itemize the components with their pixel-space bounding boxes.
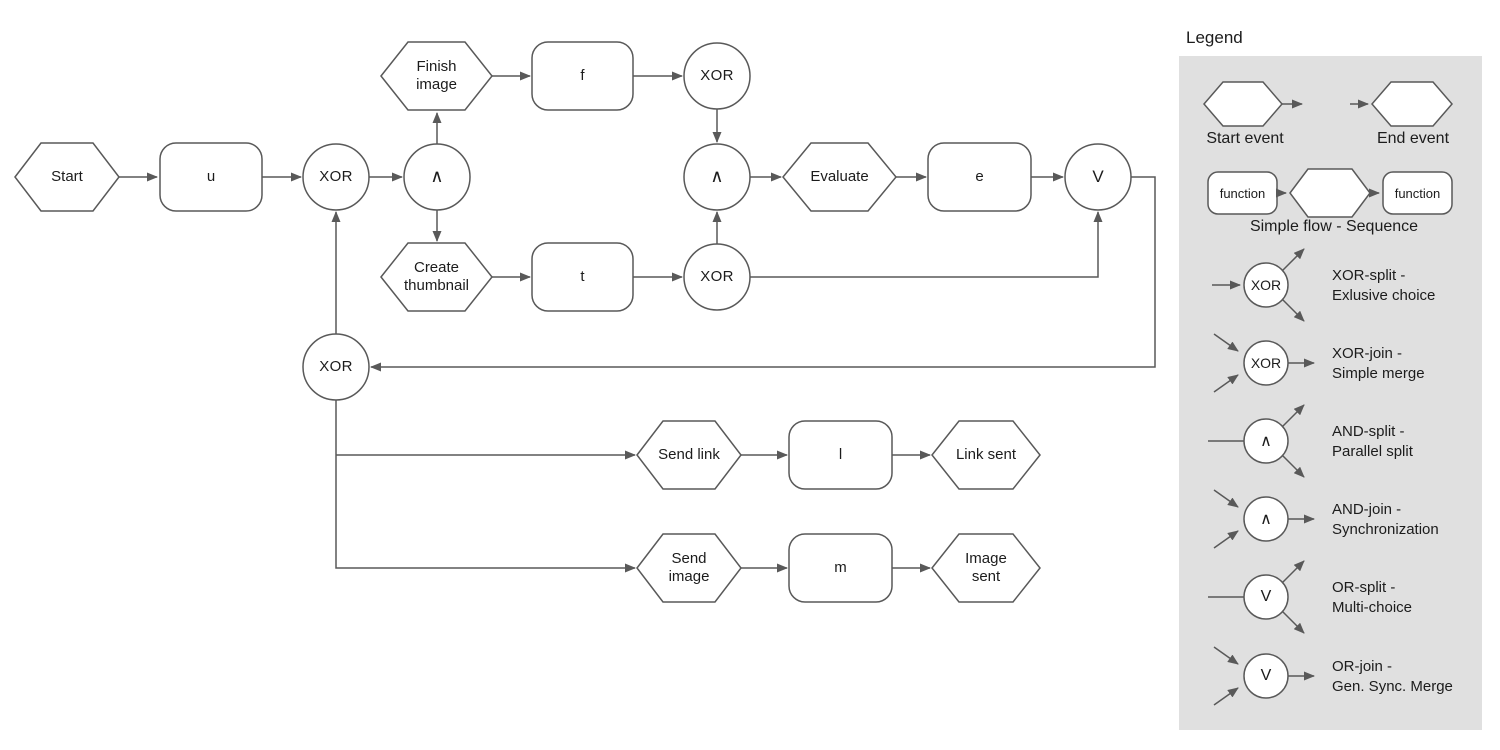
legend-xor-join-line1: XOR-join - [1332, 345, 1403, 362]
legend-and-join-line2: Synchronization [1332, 521, 1439, 538]
legend-and-split-circle [1243, 418, 1289, 464]
legend-xor-split-out-up-arrow [1280, 248, 1305, 273]
node-xor-after-f-shape [683, 42, 751, 110]
legend-or-join-label: OR-join - Gen. Sync. Merge [1332, 657, 1500, 697]
legend-or-split-circle [1243, 574, 1289, 620]
node-u-label: u [206, 168, 216, 185]
legend-function-left-label: function [1219, 185, 1266, 201]
legend-or-split-label: OR-split - Multi-choice [1332, 578, 1492, 618]
node-finish-image-shape [380, 41, 493, 111]
legend-or-split-symbol: V [1260, 588, 1272, 605]
legend-xor-split-label: XOR-split - Exlusive choice [1332, 266, 1492, 306]
legend-start-event-hexagon [1203, 81, 1283, 127]
legend-xor-split-out-down-arrow [1280, 297, 1305, 322]
edge-xormerge-sendimage [335, 400, 636, 573]
node-send-image-label: Send image [668, 550, 710, 585]
node-xor-after-t-label: XOR [700, 268, 734, 285]
legend-xor-join-circle [1243, 340, 1289, 386]
legend-or-join-line2: Gen. Sync. Merge [1332, 678, 1453, 695]
node-create-thumbnail-shape [380, 242, 493, 312]
legend-and-split-out-down-arrow [1280, 453, 1305, 478]
node-l-shape [788, 420, 893, 490]
node-xor-after-t-shape [683, 243, 751, 311]
legend-xor-join-in-down-arrow [1213, 374, 1239, 393]
node-f-label: f [580, 67, 585, 84]
node-f-shape [531, 41, 634, 111]
legend-or-join-symbol: V [1260, 667, 1272, 684]
legend-or-join-line1: OR-join - [1332, 658, 1393, 675]
node-t-label: t [580, 268, 585, 285]
node-xor-merge-label: XOR [319, 358, 353, 375]
node-xor-after-f-label: XOR [700, 67, 734, 84]
node-m-label: m [834, 559, 847, 576]
legend-sequence-hexagon [1289, 168, 1371, 218]
node-u-shape [159, 142, 263, 212]
legend-end-event-hexagon [1371, 81, 1453, 127]
legend-and-split-label: AND-split - Parallel split [1332, 422, 1492, 462]
node-and-join-shape [683, 143, 751, 211]
node-e-shape [927, 142, 1032, 212]
node-send-image-shape [636, 533, 742, 603]
node-or-join-label: V [1092, 166, 1104, 186]
legend-and-join-label: AND-join - Synchronization [1332, 500, 1492, 540]
node-send-link-shape [636, 420, 742, 490]
node-image-sent-shape [931, 533, 1041, 603]
node-or-join-shape [1064, 143, 1132, 211]
legend-or-join-in-up-arrow [1213, 646, 1239, 665]
legend-xor-join-in-up-arrow [1213, 333, 1239, 352]
node-image-sent-label: Image sent [965, 550, 1007, 585]
node-and-join-label: ∧ [710, 166, 724, 187]
node-xor-split-top-shape [302, 143, 370, 211]
node-start-shape [14, 142, 120, 212]
legend-and-split-out-up-arrow [1280, 404, 1305, 429]
node-evaluate-shape [782, 142, 897, 212]
node-and-split-shape [403, 143, 471, 211]
legend-and-split-line1: AND-split - [1332, 423, 1405, 440]
legend-and-split-symbol: ∧ [1260, 433, 1272, 450]
node-xor-merge-shape [302, 333, 370, 401]
legend-xor-split-symbol: XOR [1250, 277, 1282, 293]
edge-xor-orjoin [750, 211, 1103, 278]
legend-or-split-line1: OR-split - [1332, 579, 1396, 596]
node-e-label: e [975, 168, 984, 185]
legend-xor-join-label: XOR-join - Simple merge [1332, 344, 1492, 384]
legend-xor-join-line2: Simple merge [1332, 365, 1425, 382]
legend-and-join-in-up-arrow [1213, 489, 1239, 508]
legend-end-event-label: End event [1376, 130, 1450, 147]
legend-and-join-symbol: ∧ [1260, 511, 1272, 528]
node-m-shape [788, 533, 893, 603]
node-evaluate-label: Evaluate [810, 168, 869, 185]
edge-orjoin-xormerge [370, 176, 1156, 372]
legend-and-split-line2: Parallel split [1332, 443, 1413, 460]
legend-xor-join-symbol: XOR [1250, 355, 1282, 371]
legend-start-event-label: Start event [1206, 130, 1284, 147]
node-start-label: Start [51, 168, 83, 185]
legend-title: Legend [1186, 28, 1243, 47]
legend-sequence-label: Simple flow - Sequence [1249, 218, 1419, 235]
node-link-sent-shape [931, 420, 1041, 490]
legend-and-join-line1: AND-join - [1332, 501, 1402, 518]
legend-xor-split-circle [1243, 262, 1289, 308]
legend-and-join-circle [1243, 496, 1289, 542]
node-and-split-label: ∧ [430, 166, 444, 187]
legend-function-right-shape [1382, 171, 1453, 215]
node-create-thumbnail-label: Create thumbnail [403, 259, 470, 294]
node-send-link-label: Send link [658, 446, 720, 463]
legend-xor-split-line1: XOR-split - [1332, 267, 1406, 284]
legend-xor-split-line2: Exlusive choice [1332, 287, 1436, 304]
legend-or-join-in-down-arrow [1213, 687, 1239, 706]
legend-or-split-line2: Multi-choice [1332, 599, 1413, 616]
legend-and-join-in-down-arrow [1213, 530, 1239, 549]
legend-or-join-circle [1243, 653, 1289, 699]
node-xor-split-top-label: XOR [319, 168, 353, 185]
node-finish-image-label: Finish image [416, 58, 457, 93]
legend-or-split-out-down-arrow [1280, 609, 1305, 634]
node-l-label: l [838, 446, 843, 463]
legend-or-split-out-up-arrow [1280, 560, 1305, 585]
node-link-sent-label: Link sent [955, 446, 1017, 463]
legend-function-right-label: function [1394, 185, 1441, 201]
node-t-shape [531, 242, 634, 312]
